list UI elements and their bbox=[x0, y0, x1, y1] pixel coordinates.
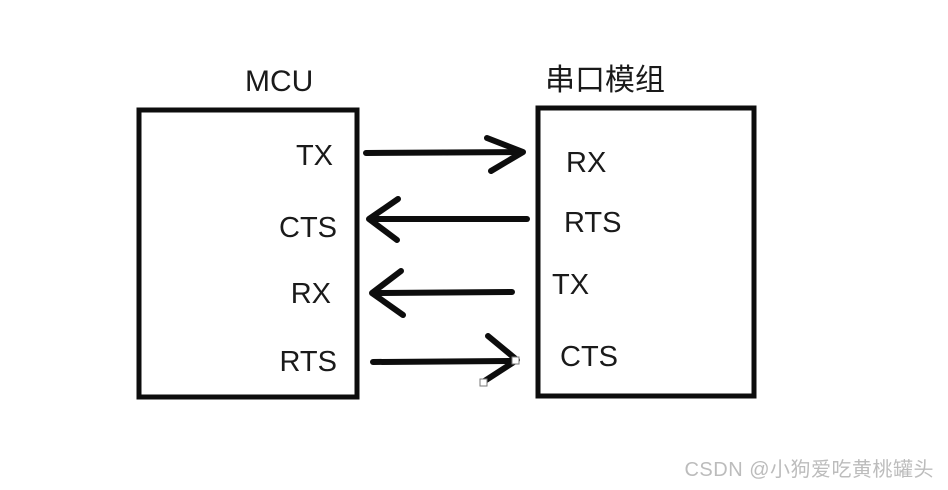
mcu-pin-rts: RTS bbox=[280, 346, 337, 378]
mcu-box[interactable] bbox=[136, 107, 360, 400]
serial-pin-rts: RTS bbox=[564, 207, 621, 239]
arrow-right-head-icon bbox=[484, 135, 526, 174]
mcu-box-title: MCU bbox=[245, 65, 313, 98]
arrow-tx-to-rx[interactable] bbox=[363, 135, 526, 174]
selection-handle[interactable] bbox=[511, 356, 520, 365]
serial-pin-tx: TX bbox=[552, 269, 589, 301]
arrow-left-head-icon bbox=[369, 268, 406, 318]
serial-module-box[interactable] bbox=[535, 105, 757, 399]
arrow-tx-to-rx-return[interactable] bbox=[369, 268, 515, 318]
mcu-pin-cts: CTS bbox=[279, 212, 337, 244]
arrow-rts-to-cts-forward[interactable] bbox=[370, 333, 520, 387]
serial-pin-cts: CTS bbox=[560, 341, 618, 373]
arrow-shaft bbox=[370, 358, 515, 365]
serial-pin-rx: RX bbox=[566, 147, 606, 179]
mcu-pin-tx: TX bbox=[296, 140, 333, 172]
arrow-rts-to-cts[interactable] bbox=[366, 196, 530, 243]
arrow-shaft bbox=[363, 149, 522, 156]
watermark-text: CSDN @小狗爱吃黄桃罐头 bbox=[684, 459, 934, 481]
mcu-pin-rx: RX bbox=[291, 278, 331, 310]
arrow-left-head-icon bbox=[366, 196, 401, 243]
arrow-shaft bbox=[375, 289, 515, 296]
serial-module-box-title: 串口模组 bbox=[545, 64, 665, 97]
selection-handle[interactable] bbox=[479, 378, 488, 387]
